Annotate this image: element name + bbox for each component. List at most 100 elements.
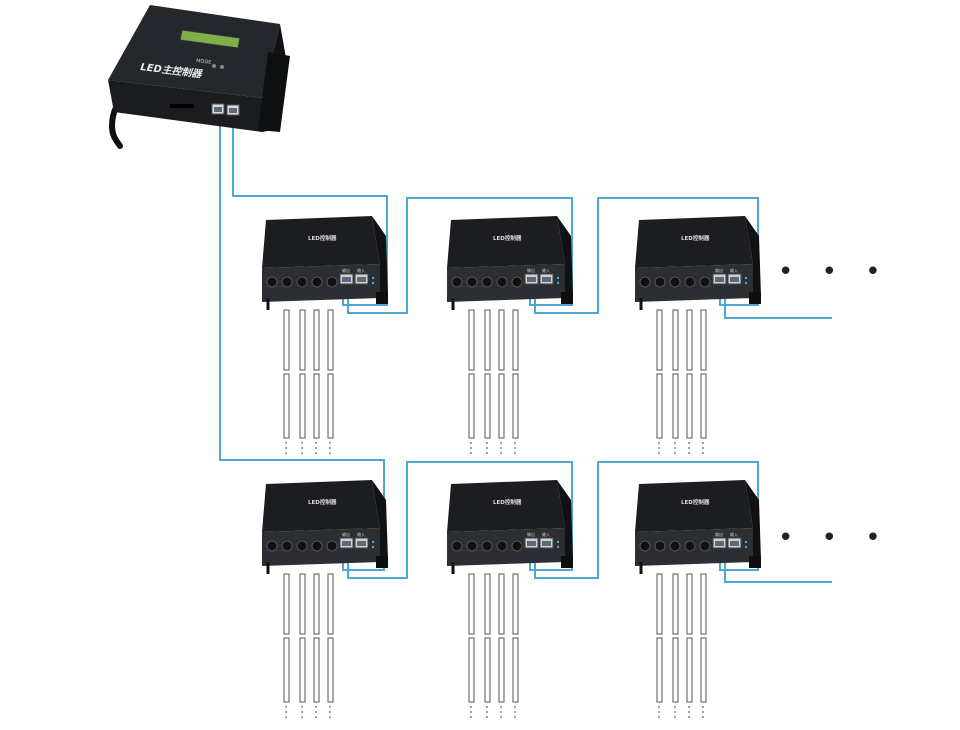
led-strip-segment	[700, 373, 707, 439]
led-strip-segment	[656, 373, 663, 439]
ethernet-port-jack	[542, 277, 551, 282]
status-led	[371, 281, 375, 285]
output-socket	[481, 540, 493, 552]
led-strip-segment	[700, 309, 707, 371]
status-led	[744, 540, 748, 544]
output-socket	[481, 276, 493, 288]
port-label: 输入	[542, 531, 550, 537]
controller-side	[557, 480, 573, 562]
output-socket	[466, 540, 478, 552]
sub-controller-label: LED控制器	[308, 234, 337, 242]
mode-button	[212, 64, 216, 68]
ethernet-port-jack	[527, 541, 536, 546]
sub-controller-r1-c3: LED控制器输出输入	[635, 216, 761, 454]
led-strip-segment	[313, 373, 320, 439]
cable-row2-unit1-to-unit2	[347, 461, 573, 579]
controller-top	[262, 480, 380, 532]
output-socket	[654, 276, 666, 288]
port-label: 输入	[357, 267, 365, 273]
sd-slot	[170, 104, 194, 108]
sub-controller-label: LED控制器	[493, 234, 522, 242]
output-socket	[496, 540, 508, 552]
output-socket	[326, 276, 338, 288]
mounting-bracket	[376, 292, 388, 304]
output-socket	[699, 540, 711, 552]
sub-controller-label: LED控制器	[308, 498, 337, 506]
sub-controller-label: LED控制器	[681, 234, 710, 242]
port-label: 输出	[342, 531, 350, 537]
led-strip-segment	[283, 573, 290, 635]
led-strip-segment	[299, 637, 306, 703]
output-socket	[266, 540, 278, 552]
output-socket	[511, 540, 523, 552]
led-strip-segment	[327, 373, 334, 439]
port-label: 输入	[542, 267, 550, 273]
output-socket	[511, 276, 523, 288]
output-socket	[281, 276, 293, 288]
status-led	[744, 281, 748, 285]
sub-controllers: LED控制器输出输入LED控制器输出输入LED控制器输出输入LED控制器输出输入…	[262, 216, 761, 718]
output-socket	[684, 540, 696, 552]
led-strip-segment	[468, 637, 475, 703]
output-socket	[326, 540, 338, 552]
status-led	[371, 540, 375, 544]
led-strip-segment	[672, 309, 679, 371]
led-strip-segment	[313, 573, 320, 635]
led-strip-segment	[327, 637, 334, 703]
led-strip-segment	[700, 637, 707, 703]
output-socket	[266, 276, 278, 288]
ethernet-port-jack	[342, 277, 351, 282]
led-strip-segment	[498, 573, 505, 635]
port-label: 输出	[527, 531, 535, 537]
led-strip-segment	[686, 309, 693, 371]
led-strip-segment	[512, 373, 519, 439]
port-label: 输入	[357, 531, 365, 537]
led-strip-segment	[672, 373, 679, 439]
ethernet-port-jack	[542, 541, 551, 546]
output-socket	[311, 540, 323, 552]
ethernet-port-jack	[342, 541, 351, 546]
port-label: 输出	[527, 267, 535, 273]
led-strip-segment	[484, 373, 491, 439]
status-led	[744, 545, 748, 549]
led-strip-segment	[299, 373, 306, 439]
led-strip-segment	[484, 573, 491, 635]
status-led	[744, 276, 748, 280]
sub-controller-label: LED控制器	[681, 498, 710, 506]
led-strip-segment	[283, 373, 290, 439]
led-strip-segment	[327, 309, 334, 371]
led-strip-segment	[484, 309, 491, 371]
output-socket	[699, 276, 711, 288]
led-strip-segment	[327, 573, 334, 635]
controller-top	[262, 216, 380, 268]
output-socket	[639, 276, 651, 288]
main-controller-top	[108, 5, 280, 98]
status-led	[556, 545, 560, 549]
output-socket	[466, 276, 478, 288]
led-strip-segment	[283, 637, 290, 703]
mode-label: MODE	[196, 58, 212, 66]
output-socket	[654, 540, 666, 552]
cable-main-to-row1	[232, 116, 388, 306]
controller-top	[635, 480, 753, 532]
controller-top	[447, 216, 565, 268]
output-socket	[684, 276, 696, 288]
sub-controller-r2-c3: LED控制器输出输入	[635, 480, 761, 718]
controller-top	[447, 480, 565, 532]
cable-row1-unit2-to-unit3	[534, 197, 759, 314]
status-led	[371, 545, 375, 549]
led-strip-segment	[468, 573, 475, 635]
led-strip-segment	[484, 637, 491, 703]
led-strip-segment	[498, 637, 505, 703]
lcd-display	[179, 29, 241, 49]
ethernet-port-jack	[357, 277, 366, 282]
sub-controller-label: LED控制器	[493, 498, 522, 506]
led-strip-segment	[686, 637, 693, 703]
port-label: 输出	[715, 267, 723, 273]
controller-side	[372, 216, 388, 298]
status-led	[371, 276, 375, 280]
up-button	[220, 65, 224, 69]
port-label: 输入	[730, 531, 738, 537]
